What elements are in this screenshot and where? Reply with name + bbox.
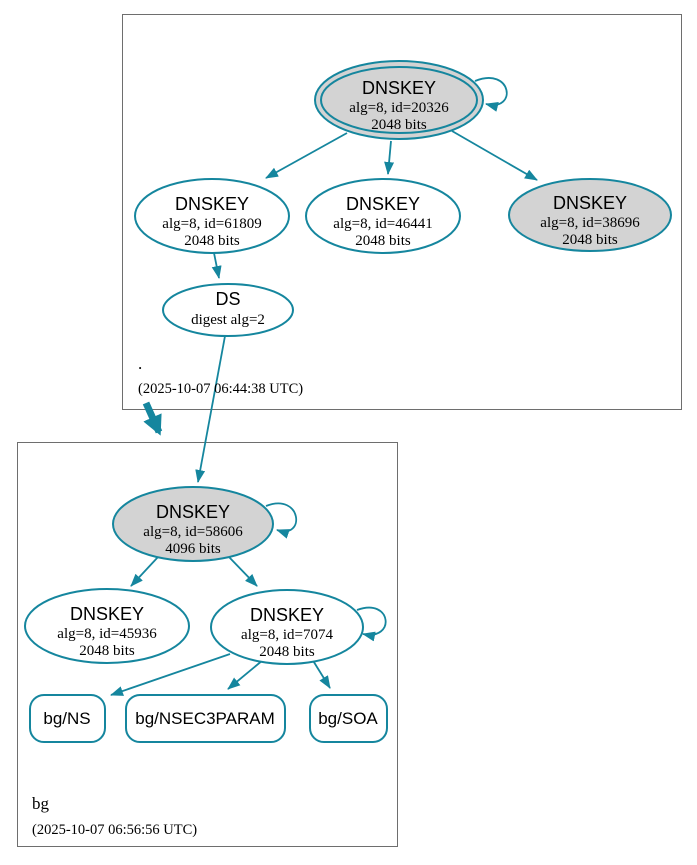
root-zone-label: .: [138, 354, 142, 373]
node-rrset-bg-soa: bg/SOA: [309, 694, 388, 743]
bg-zsk7074-title: DNSKEY: [250, 605, 324, 625]
root-zsk38696-detail: alg=8, id=38696: [540, 215, 640, 231]
edge-rootzone-to-bgzone-delegation: [142, 401, 163, 436]
node-bg-ksk-58606: DNSKEY alg=8, id=58606 4096 bits: [112, 486, 274, 562]
node-root-ds: DS digest alg=2: [162, 283, 294, 337]
edge-ksk58606-to-zsk45936: [130, 556, 159, 587]
bg-zsk7074-detail: alg=8, id=7074: [241, 627, 333, 643]
bg-ksk-detail: alg=8, id=58606: [143, 524, 243, 540]
root-zsk38696-title: DNSKEY: [553, 193, 627, 213]
edge-ksk58606-to-zsk7074: [228, 556, 258, 587]
bg-zsk45936-ellipse: [24, 588, 190, 664]
root-zone-timestamp: (2025-10-07 06:44:38 UTC): [138, 381, 303, 397]
bg-zone-box: [17, 442, 398, 847]
edge-ds-to-ksk58606: [195, 335, 226, 483]
bg-soa-rect: [309, 694, 388, 743]
bg-ksk-title: DNSKEY: [156, 502, 230, 522]
node-rrset-bg-ns: bg/NS: [29, 694, 106, 743]
bg-soa-label: bg/SOA: [318, 709, 378, 728]
root-zsk61809-detail: alg=8, id=61809: [162, 216, 261, 232]
edge-zsk61809-to-ds: [211, 252, 222, 279]
node-bg-zsk-45936: DNSKEY alg=8, id=45936 2048 bits: [24, 588, 190, 664]
bg-ns-rect: [29, 694, 106, 743]
bg-nsec3param-label: bg/NSEC3PARAM: [135, 709, 275, 728]
bg-ksk-ellipse: [112, 486, 274, 562]
edge-zsk7074-to-bg-ns: [110, 653, 231, 696]
node-root-zsk-38696: DNSKEY alg=8, id=38696 2048 bits: [508, 178, 672, 252]
node-root-zsk-61809: DNSKEY alg=8, id=61809 2048 bits: [134, 178, 290, 254]
node-root-ksk-20326: DNSKEY alg=8, id=20326 2048 bits: [314, 60, 484, 140]
root-zsk38696-ellipse: [508, 178, 672, 252]
edge-ksk20326-self-loop: [474, 77, 508, 112]
root-zsk46441-title: DNSKEY: [346, 194, 420, 214]
edge-zsk7074-self-loop: [356, 606, 387, 642]
node-bg-zsk-7074: DNSKEY alg=8, id=7074 2048 bits: [210, 589, 364, 665]
edge-ksk58606-self-loop: [265, 502, 298, 539]
bg-zsk45936-bits: 2048 bits: [79, 643, 135, 659]
node-root-zsk-46441: DNSKEY alg=8, id=46441 2048 bits: [305, 178, 461, 254]
bg-zone-timestamp: (2025-10-07 06:56:56 UTC): [32, 822, 197, 838]
bg-zone-label: bg: [32, 794, 50, 813]
edge-ksk20326-to-zsk46441: [384, 140, 395, 175]
bg-zsk45936-detail: alg=8, id=45936: [57, 626, 157, 642]
root-zsk61809-ellipse: [134, 178, 290, 254]
bg-ns-label: bg/NS: [43, 709, 90, 728]
root-zone-box: [122, 14, 682, 410]
root-ds-title: DS: [215, 289, 240, 309]
edge-zsk7074-to-bg-soa: [311, 658, 331, 689]
edge-zsk7074-to-bg-nsec3param: [227, 659, 264, 690]
root-ds-ellipse: [162, 283, 294, 337]
root-ksk-inner-ellipse: [320, 66, 478, 134]
edge-ksk20326-to-zsk38696: [451, 130, 538, 181]
root-ksk-detail: alg=8, id=20326: [349, 100, 449, 116]
edge-ksk20326-to-zsk61809: [265, 132, 348, 179]
root-ksk-bits: 2048 bits: [371, 117, 427, 133]
root-zsk46441-ellipse: [305, 178, 461, 254]
root-zsk61809-bits: 2048 bits: [184, 233, 240, 249]
root-zsk46441-bits: 2048 bits: [355, 233, 411, 249]
bg-zsk7074-bits: 2048 bits: [259, 644, 315, 660]
bg-nsec3param-rect: [125, 694, 286, 743]
root-zsk38696-bits: 2048 bits: [562, 232, 618, 248]
node-rrset-bg-nsec3param: bg/NSEC3PARAM: [125, 694, 286, 743]
root-zsk61809-title: DNSKEY: [175, 194, 249, 214]
root-ksk-title: DNSKEY: [362, 78, 436, 98]
root-ksk-outer-ellipse: [314, 60, 484, 140]
bg-ksk-bits: 4096 bits: [165, 541, 221, 557]
bg-zsk7074-ellipse: [210, 589, 364, 665]
root-zsk46441-detail: alg=8, id=46441: [333, 216, 432, 232]
root-ds-detail: digest alg=2: [191, 312, 265, 328]
bg-zsk45936-title: DNSKEY: [70, 604, 144, 624]
